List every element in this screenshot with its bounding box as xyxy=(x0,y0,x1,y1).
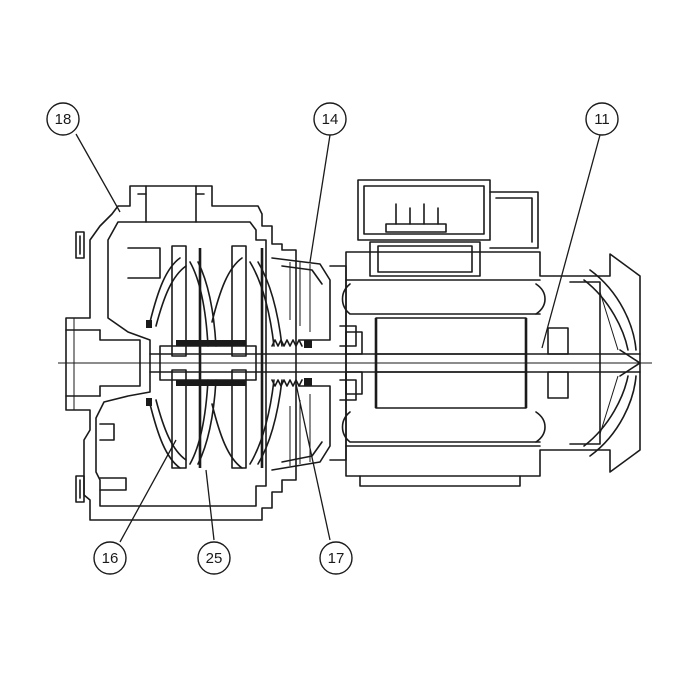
impeller-stages xyxy=(146,245,283,469)
callout-16: 16 xyxy=(93,541,127,575)
pump-casing xyxy=(65,185,297,521)
callout-16-label: 16 xyxy=(102,550,119,567)
leader-lines xyxy=(75,133,601,543)
callout-17: 17 xyxy=(319,541,353,575)
callout-11-label: 11 xyxy=(594,111,610,128)
callout-25: 25 xyxy=(197,541,231,575)
callout-18-label: 18 xyxy=(55,111,72,128)
callout-14: 14 xyxy=(313,102,347,136)
callout-17-label: 17 xyxy=(328,550,345,567)
bracket xyxy=(271,257,357,471)
callout-25-label: 25 xyxy=(206,550,223,567)
callout-11: 11 xyxy=(585,102,619,136)
callout-14-label: 14 xyxy=(322,111,339,128)
motor xyxy=(341,179,641,487)
callout-18: 18 xyxy=(46,102,80,136)
